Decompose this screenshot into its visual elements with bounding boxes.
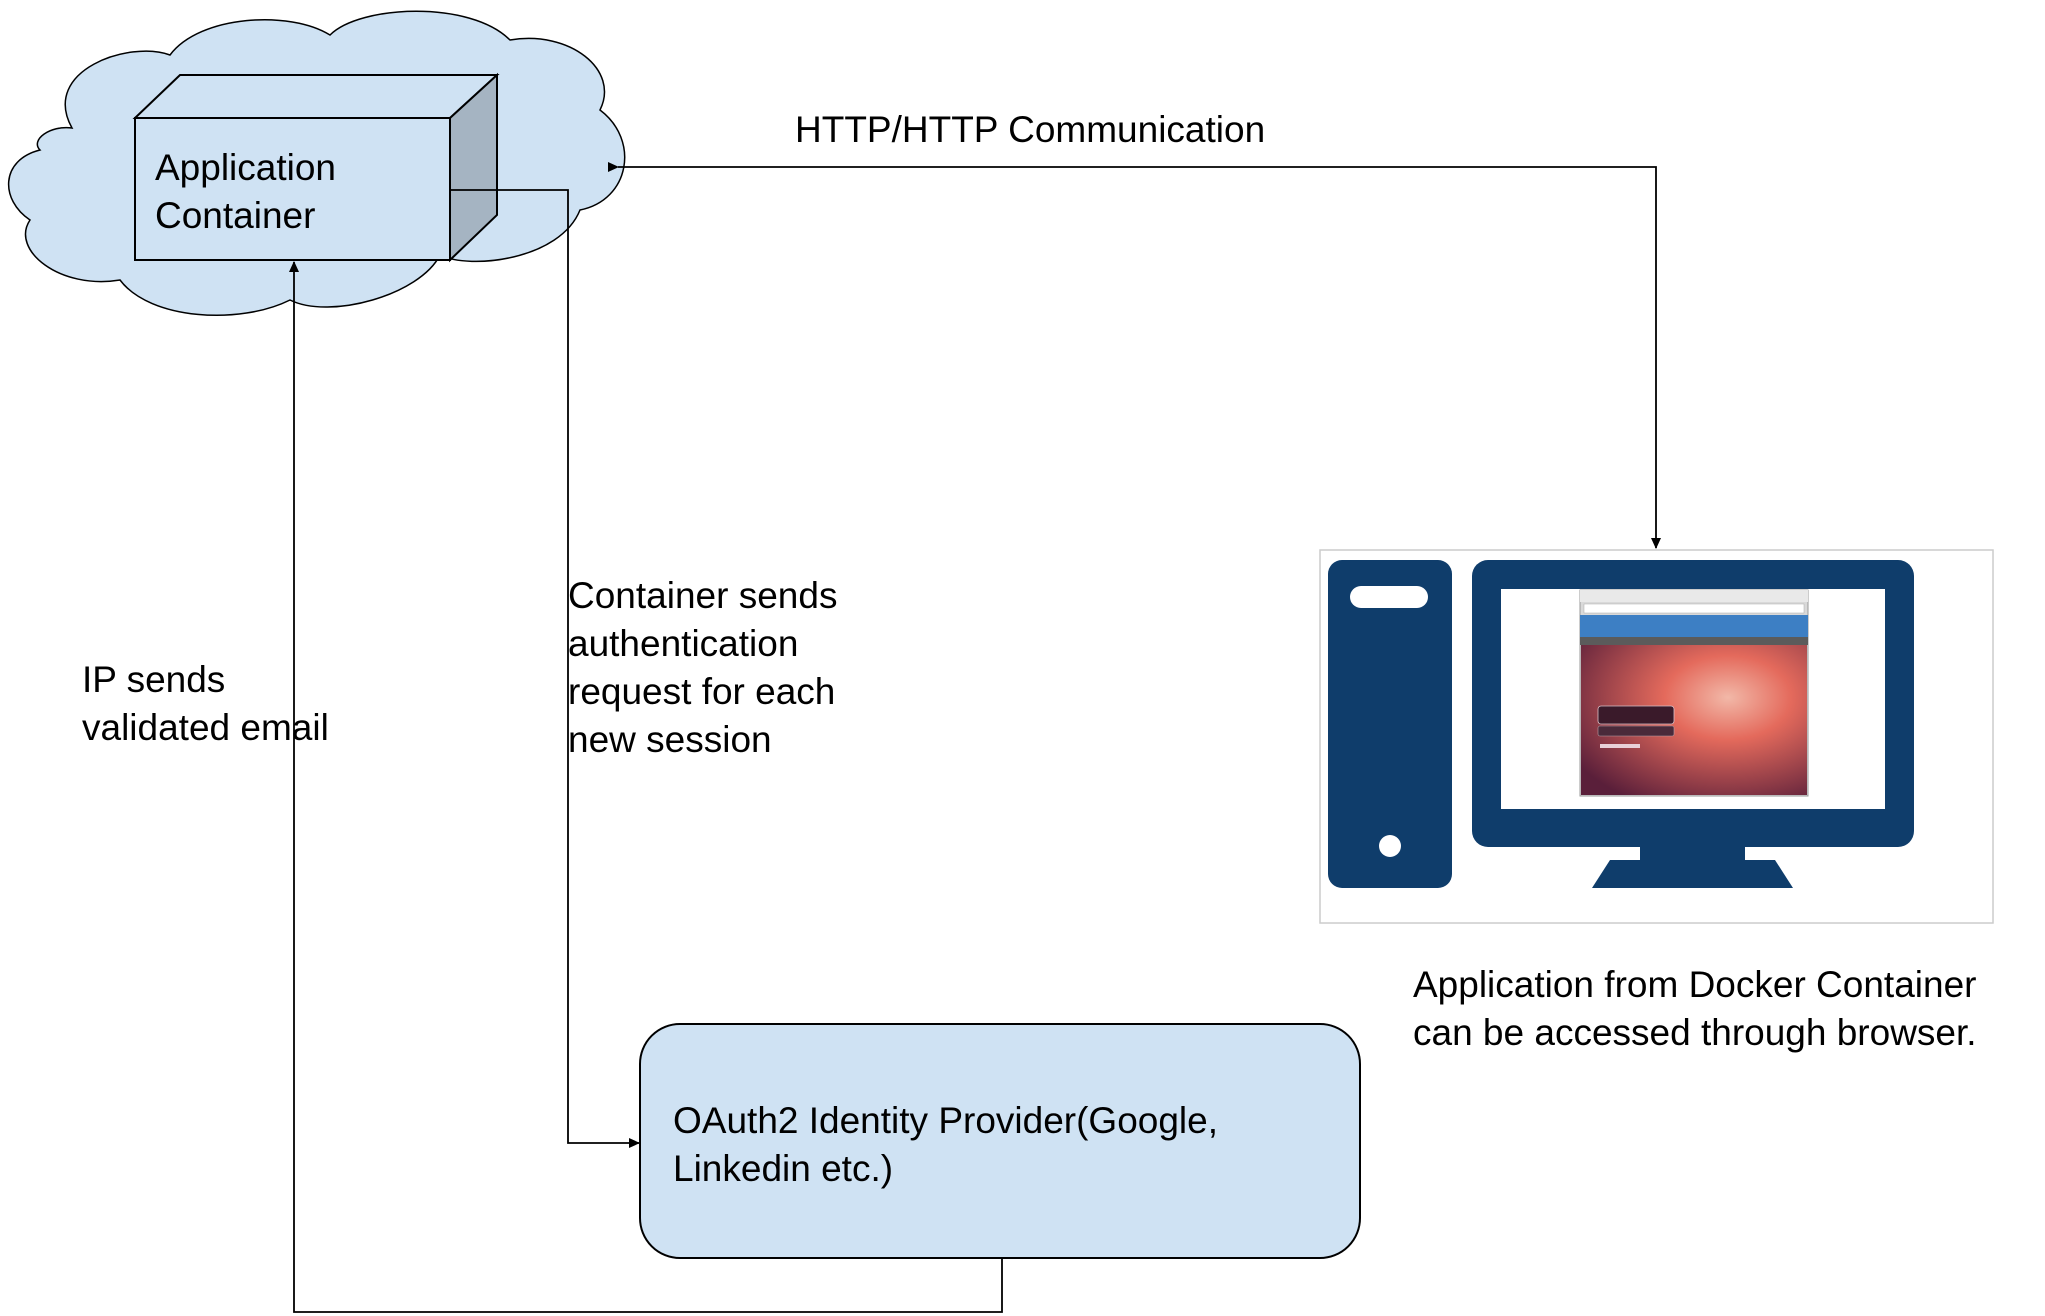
computer-node [1319,549,1994,924]
auth-request-line3: request for each [568,671,835,712]
provider-label-line2: Linkedin etc.) [673,1148,893,1189]
browser-access-line1: Application from Docker Container [1413,964,1976,1005]
login-box [1597,705,1675,725]
tower-drive-slot [1350,586,1428,608]
monitor-stand [1592,860,1793,888]
browser-app-header [1580,615,1808,637]
login-link [1600,744,1640,748]
auth-request-connector [450,189,640,1148]
provider-label-line1: OAuth2 Identity Provider(Google, [673,1100,1218,1141]
edge-http: HTTP/HTTP Communication [608,109,1661,549]
tower-power-button [1379,835,1401,857]
validated-email-connector [289,261,1003,1313]
http-label: HTTP/HTTP Communication [795,109,1265,150]
cube-top [132,74,500,119]
edge-auth-request: Container sends authentication request f… [450,189,837,1148]
browser-app-subbar [1580,637,1808,645]
identity-provider-node: OAuth2 Identity Provider(Google, Linkedi… [639,1023,1361,1259]
container-label-line1: Application [155,147,336,188]
monitor-neck [1640,846,1745,860]
cube-front [134,117,451,261]
application-container-node: Application Container [132,72,500,263]
computer-tower [1328,560,1452,888]
auth-request-line1: Container sends [568,575,837,616]
auth-request-line2: authentication [568,623,798,664]
identity-provider-box [639,1023,1361,1259]
container-label-line2: Container [155,195,315,236]
validated-email-line2: validated email [82,707,329,748]
browser-tabbar [1580,590,1808,602]
browser-access-line2: can be accessed through browser. [1413,1012,1977,1053]
browser-access-annotation: Application from Docker Container can be… [1413,964,1977,1053]
browser-login-screenshot [1579,589,1809,797]
edge-validated-email: IP sends validated email [82,261,1003,1313]
auth-request-line4: new session [568,719,772,760]
login-field [1597,725,1675,737]
validated-email-line1: IP sends [82,659,225,700]
http-connector [608,162,1661,549]
browser-address-bar [1583,603,1805,614]
